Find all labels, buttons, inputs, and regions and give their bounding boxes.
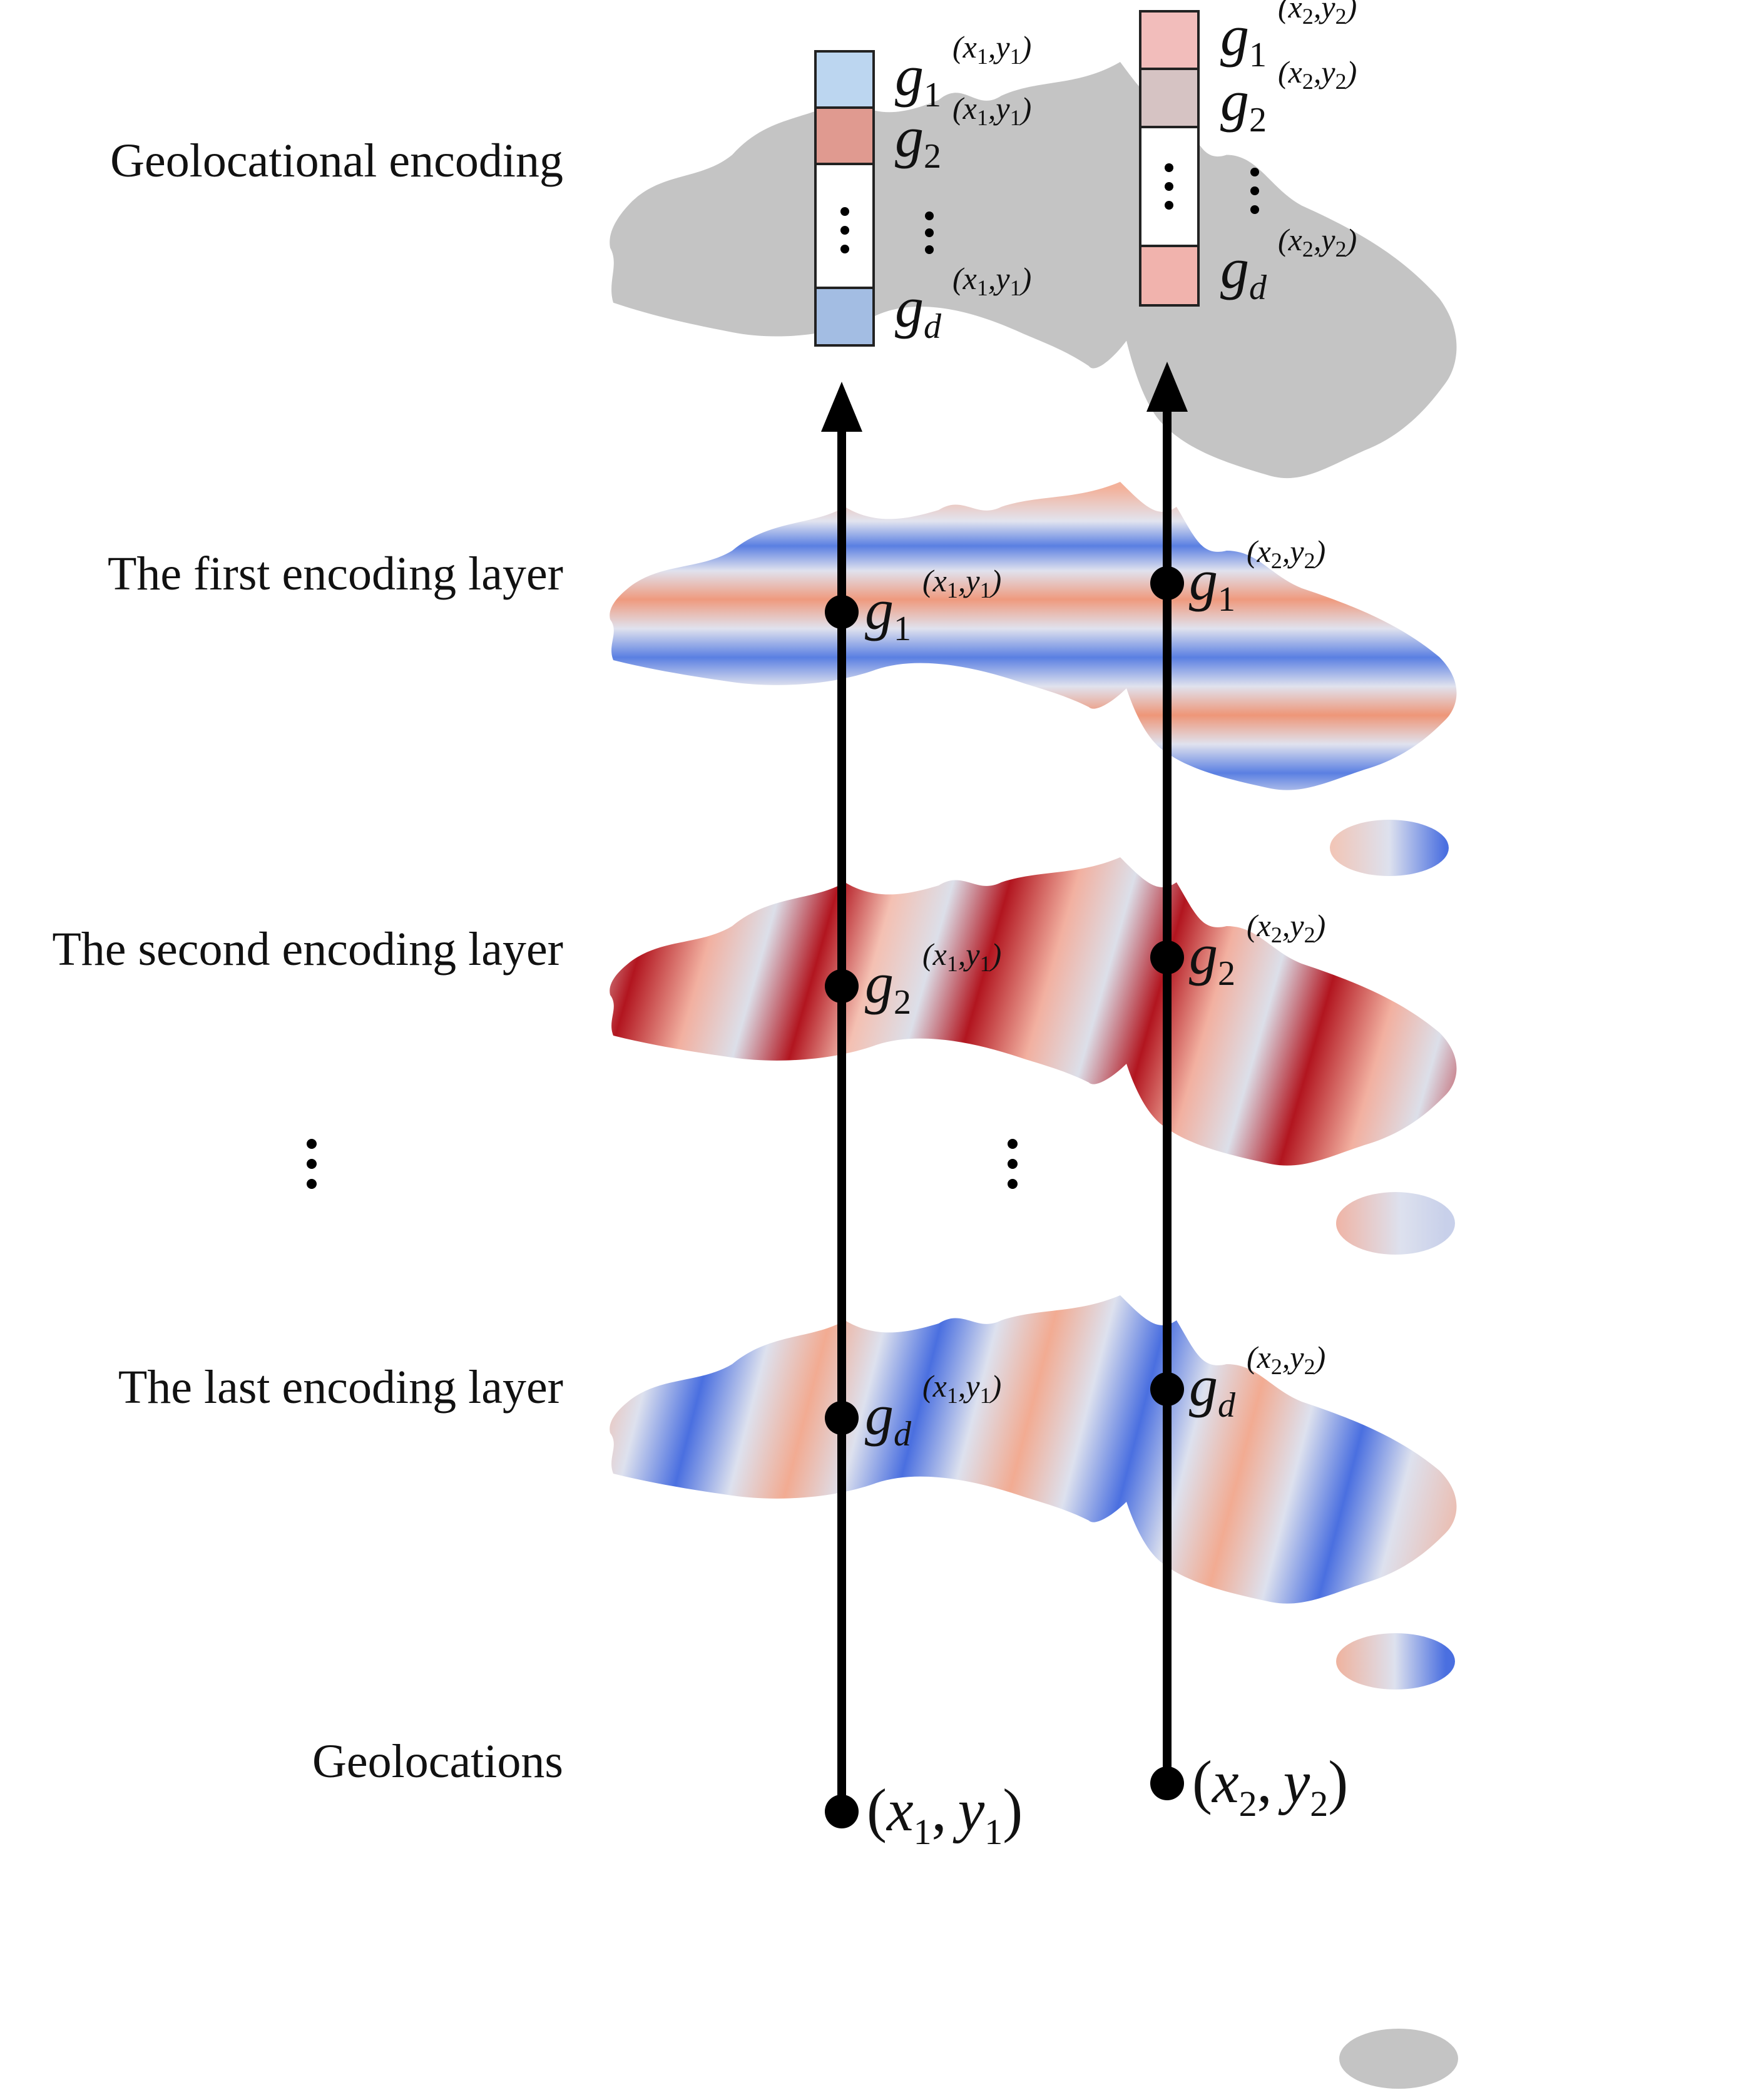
first-layer-tasmania [1330,820,1449,876]
dot-layer2-col2 [1150,940,1184,974]
label-first-encoding-layer: The first encoding layer [108,548,563,600]
column-2-arrowhead [1146,362,1188,412]
vector2-dots [1165,163,1173,210]
label-last-encoding-layer: The last encoding layer [118,1361,563,1414]
vec1-label-gd: gd (x1,y1) [895,261,1031,346]
dot-layer2-col1 [825,969,859,1003]
dot-layerd-col2 [1150,1372,1184,1406]
second-layer-tasmania [1336,1192,1455,1255]
vector2-cell-gd [1139,245,1200,307]
layer1-col1-label: g1 (x1,y1) [865,563,1001,648]
label-geolocational-encoding: Geolocational encoding [110,135,563,187]
geolocation-1-label: (x1,y1) [867,1776,1023,1852]
vector1-dots [840,207,849,253]
ellipsis-between-layers [1008,1139,1018,1189]
first-encoding-layer-map [610,482,1457,790]
dot-geo-col1 [825,1795,859,1828]
ellipsis-vector2-labels [1250,168,1259,214]
encoding-vector-1 [814,50,875,347]
vec2-label-g2: g2 (x2,y2) [1220,54,1357,140]
vec1-label-g2: g2 (x1,y1) [895,91,1031,176]
dot-layer1-col1 [825,595,859,629]
layer2-col1-label: g2 (x1,y1) [865,937,1001,1022]
geolocations-tasmania [1339,2029,1458,2089]
layerd-col2-label: gd (x2,y2) [1189,1340,1325,1425]
layer2-col2-label: g2 (x2,y2) [1189,908,1325,993]
encoding-vector-2 [1139,10,1200,307]
vec1-label-g1: g1 (x1,y1) [895,29,1031,115]
vector2-cell-g1 [1139,10,1200,70]
layer1-col2-label: g1 (x2,y2) [1189,534,1325,619]
last-layer-tasmania [1336,1633,1455,1690]
label-second-encoding-layer: The second encoding layer [52,923,563,976]
layerd-col1-label: gd (x1,y1) [865,1369,1001,1454]
vector2-cell-g2 [1139,68,1200,128]
ellipsis-vector1-labels [925,212,934,254]
geolocations-gray-map [610,62,1457,479]
ellipsis-row-labels [307,1139,317,1189]
dot-geo-col2 [1150,1766,1184,1800]
vec2-label-gd: gd (x2,y2) [1220,222,1357,307]
last-encoding-layer-map [610,1295,1457,1604]
vector1-cell-ellipsis [814,163,875,289]
geolocation-2-label: (x2,y2) [1192,1748,1348,1824]
vector1-cell-g1 [814,50,875,109]
vector1-cell-gd [814,287,875,347]
vector1-cell-g2 [814,106,875,165]
dot-layer1-col2 [1150,566,1184,600]
label-geolocations: Geolocations [312,1735,563,1788]
vec2-label-g1: g1 (x2,y2) [1220,0,1357,74]
second-encoding-layer-map [610,857,1457,1166]
column-1-arrowhead [821,382,862,432]
dot-layerd-col1 [825,1401,859,1435]
